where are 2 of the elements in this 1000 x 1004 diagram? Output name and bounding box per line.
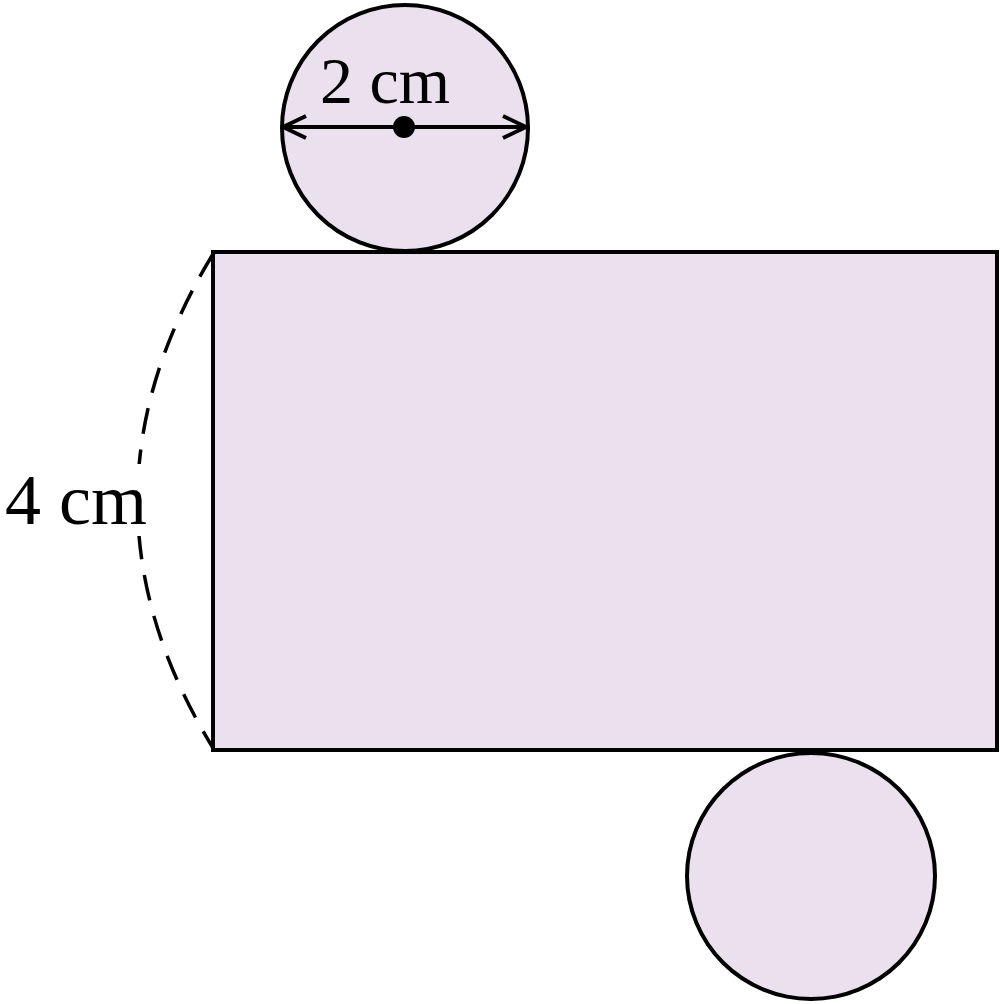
rectangle-shape [211,250,999,752]
dimension-label: 4 cm [5,464,147,536]
